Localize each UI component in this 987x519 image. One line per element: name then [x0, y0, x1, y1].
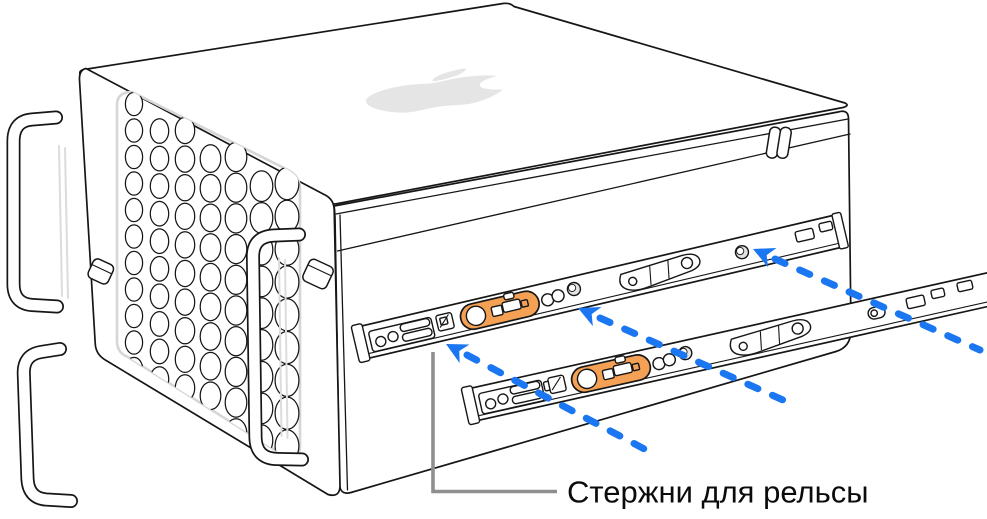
rail-pin	[542, 374, 567, 395]
left-edge-latch	[87, 258, 115, 285]
callout-label: Стержни для рельсы	[567, 475, 869, 510]
front-face	[6, 67, 341, 508]
insert-arrow-2	[578, 307, 787, 404]
handle-right	[246, 227, 309, 467]
arrow-head-icon	[446, 344, 470, 364]
right-edge-latch	[302, 258, 334, 290]
orange-latch	[570, 354, 652, 394]
top-face	[78, 2, 848, 210]
insert-arrow-1	[446, 344, 654, 456]
insert-arrow-3	[753, 247, 984, 354]
rail-end-bracket	[460, 385, 481, 426]
top-latch	[765, 126, 792, 159]
handle-upper-left	[6, 110, 64, 314]
rail-lever	[729, 319, 812, 356]
rail-end-bracket	[350, 323, 371, 364]
arrow-head-icon	[753, 247, 777, 268]
arrow-head-icon	[578, 307, 602, 327]
upper-rail	[350, 211, 849, 364]
orange-latch	[459, 290, 540, 331]
callout-line	[431, 352, 557, 494]
rail-pin	[435, 312, 455, 332]
rail-lever	[619, 253, 701, 291]
rail-stud-front	[566, 281, 582, 297]
handle-lower-left	[16, 342, 78, 508]
apple-logo-icon	[366, 68, 504, 113]
rail-stud-rear	[734, 244, 750, 260]
